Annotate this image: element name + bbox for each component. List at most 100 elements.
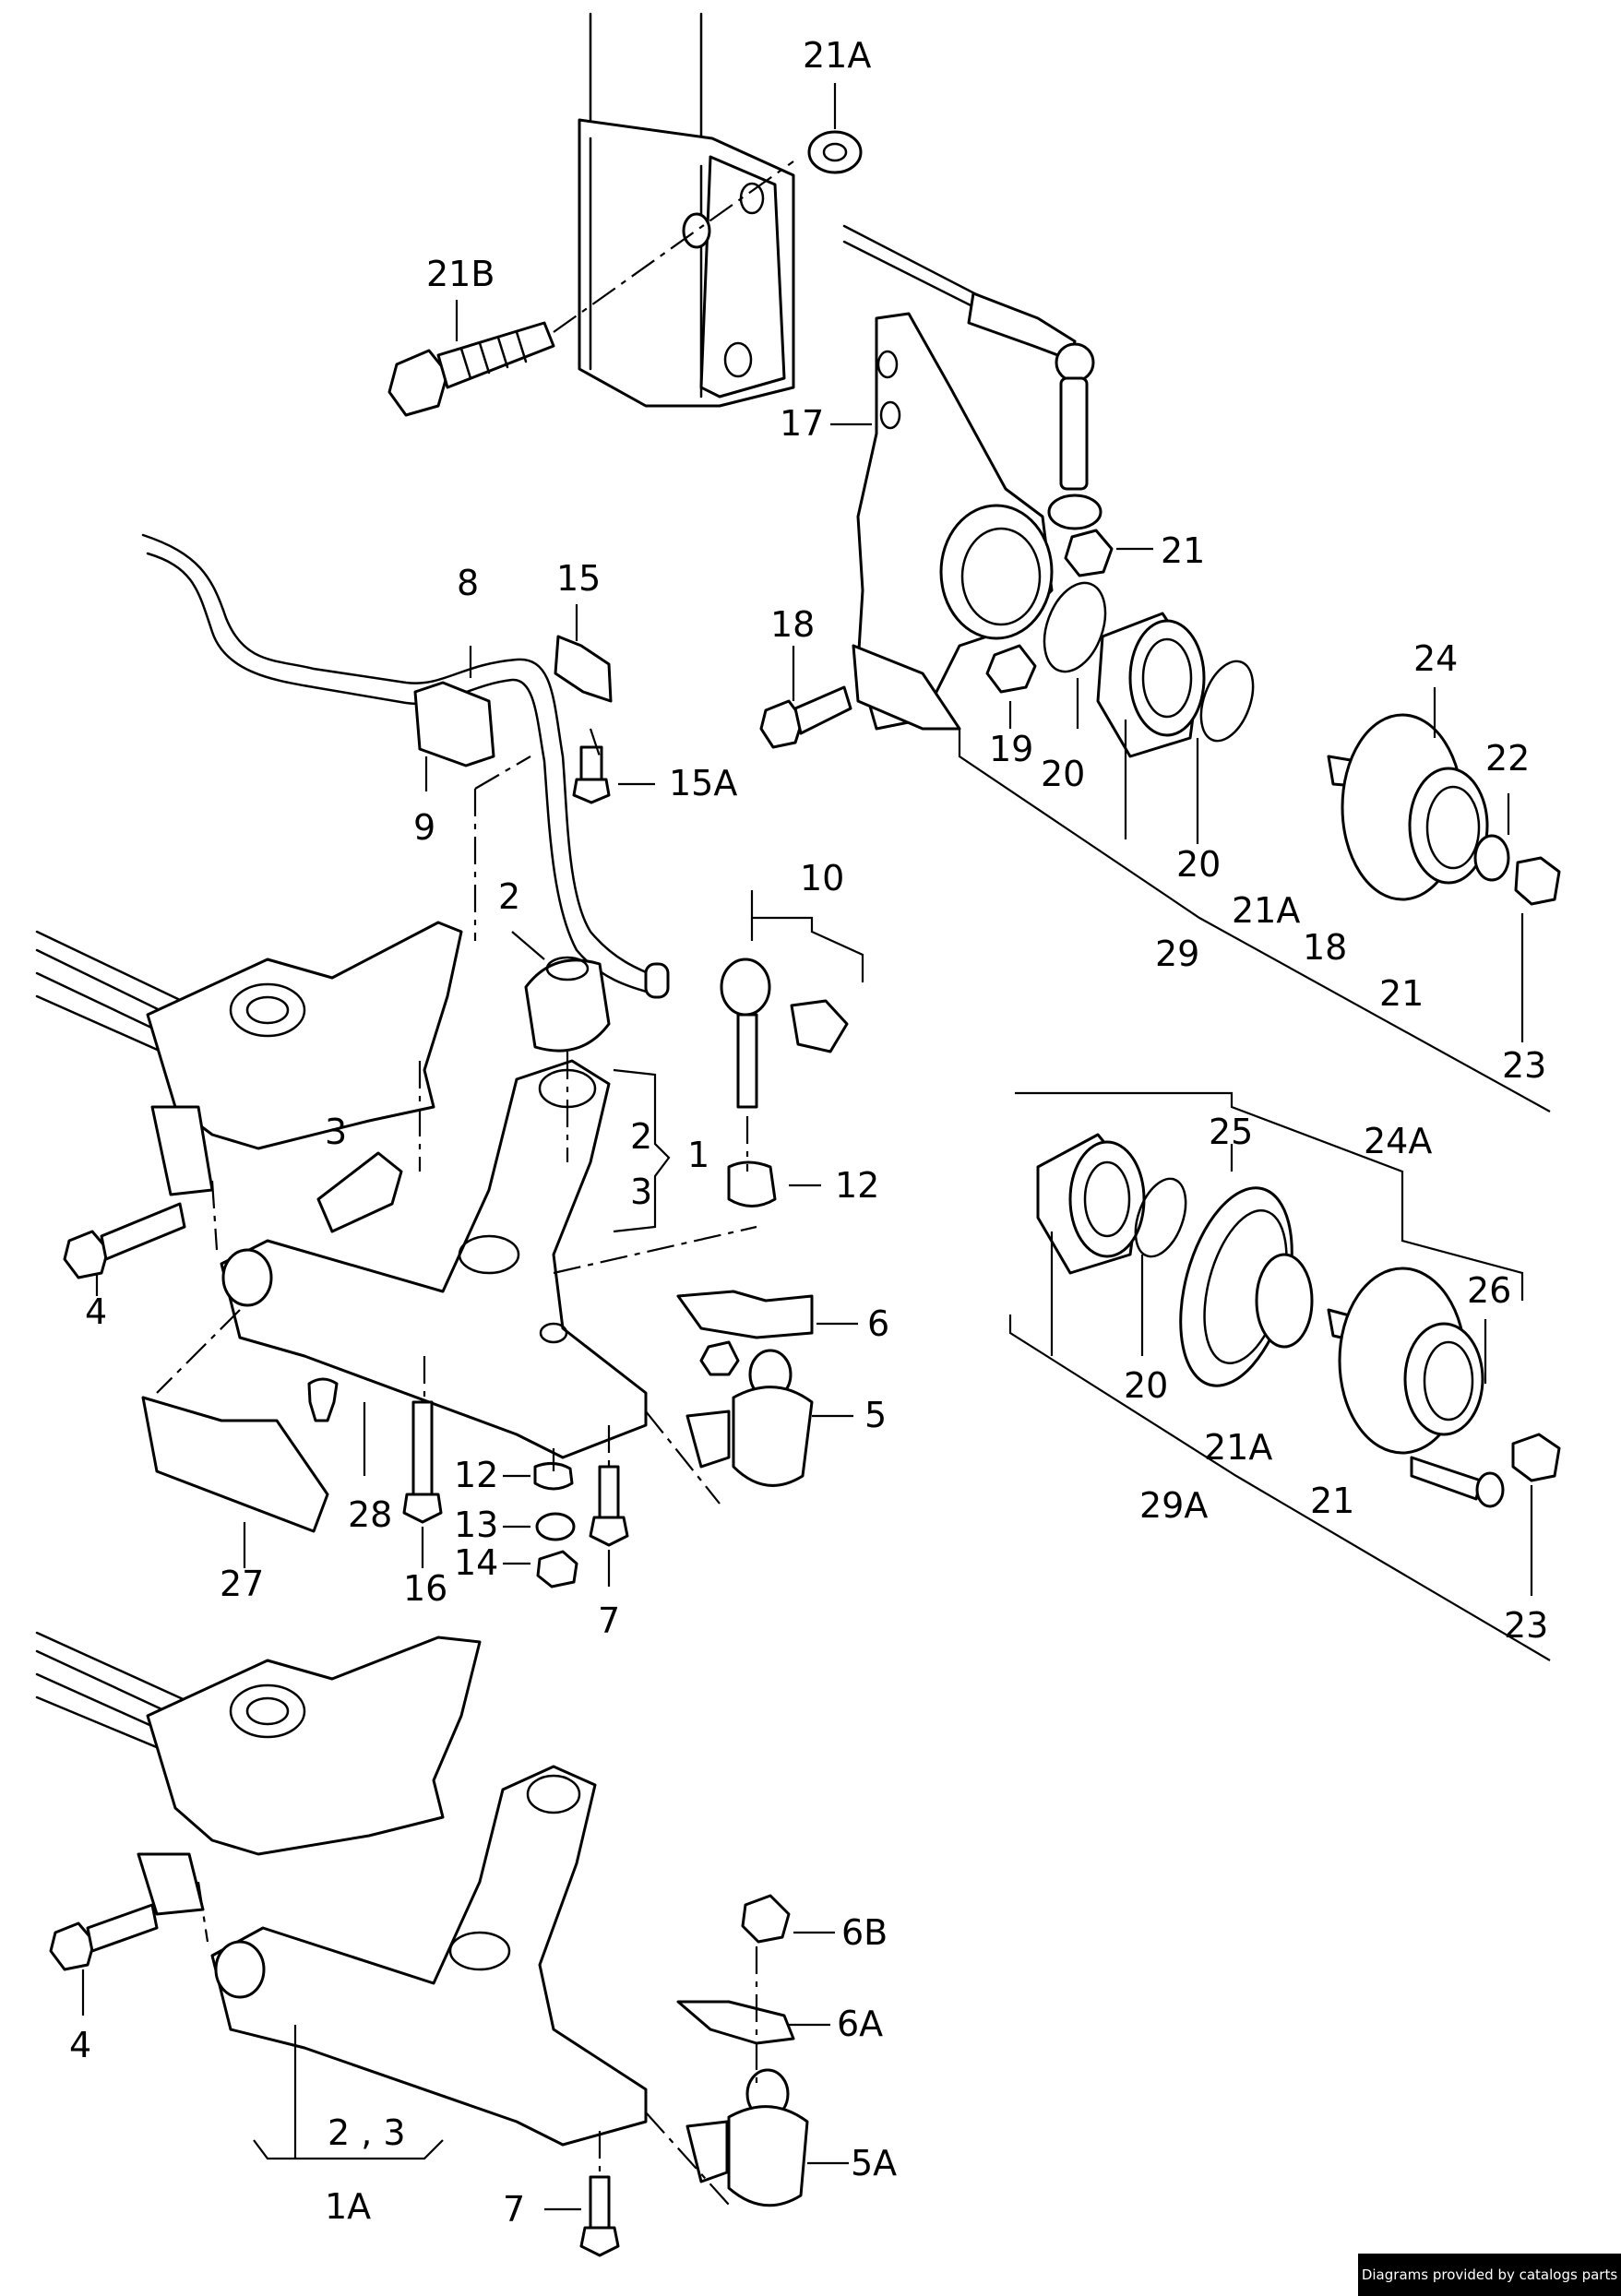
label-13: 13 [454,1505,498,1545]
ball-joint-5 [685,1349,814,1487]
nut-19 [985,644,1037,694]
wheel-hub-24A [1327,1267,1484,1455]
nut-21A [807,130,863,174]
label-23-a: 23 [1502,1045,1546,1086]
label-1: 1 [687,1135,709,1175]
label-21A-mid: 21A [1232,890,1300,931]
nut-21 [1064,529,1114,577]
control-arm-1 [220,1059,648,1459]
label-19: 19 [989,729,1033,769]
label-23-b: 23 [1504,1605,1548,1646]
label-6A: 6A [837,2004,883,2044]
label-2-3: 2 , 3 [328,2112,406,2153]
suspension-strut [578,12,795,408]
label-2-top: 2 [498,876,520,917]
label-5A: 5A [851,2143,897,2183]
wheel-bearing-b [1036,1133,1146,1275]
label-2-mid: 2 [630,1116,652,1157]
nut-23-b [1511,1433,1561,1482]
label-12-b: 12 [454,1455,498,1495]
clamp-15 [554,635,613,703]
label-15A: 15A [669,763,737,803]
nut-6B [741,1894,791,1944]
label-18-mid: 18 [1303,927,1347,968]
circlip-20-c [1134,1177,1187,1258]
bracket-27 [141,1396,329,1533]
label-28: 28 [348,1494,392,1535]
bolt-4-a [63,1202,186,1279]
label-21-low: 21 [1310,1481,1354,1521]
plate-6 [676,1290,814,1376]
label-3-mid: 3 [630,1172,652,1212]
bolt-21B [387,321,555,417]
label-8: 8 [457,563,479,603]
hub-with-sensor-25 [1179,1186,1314,1387]
label-3: 3 [325,1112,347,1152]
tie-rod [842,224,1103,530]
subframe-lower [35,1631,482,1916]
assembly-line [553,161,794,333]
stabilizer-bar [141,533,670,999]
label-14: 14 [454,1542,498,1583]
bushing-2 [524,956,611,1053]
bolt-7-b [579,2175,620,2257]
label-25: 25 [1209,1112,1253,1152]
label-4-b: 4 [69,2025,91,2065]
label-9: 9 [413,807,435,848]
control-arm-1A [210,1765,648,2147]
washer-22 [1473,834,1510,882]
callout-labels: 21A 21B 17 21 18 19 20 20 24 22 21A 18 2… [69,35,1548,2230]
circlip-20-b [1199,660,1255,743]
label-12-a: 12 [835,1165,879,1206]
label-20-a: 20 [1041,754,1085,794]
label-4-a: 4 [85,1291,107,1332]
label-24: 24 [1413,638,1458,679]
nut-23-a [1514,856,1561,906]
bushing-3 [316,1151,403,1233]
label-21-knuckle: 21 [1161,530,1205,571]
label-22: 22 [1485,738,1530,779]
label-27: 27 [220,1564,264,1604]
wheel-hub-24 [1327,713,1489,901]
label-21B: 21B [426,254,495,294]
steering-knuckle [852,312,1054,731]
label-16: 16 [403,1568,447,1609]
label-21A-top: 21A [803,35,871,76]
washer-12 [533,1462,574,1491]
subframe-upper [35,921,463,1196]
assembly-lines [156,728,758,2206]
label-15: 15 [556,558,601,599]
label-29A: 29A [1139,1485,1208,1526]
coupling-rod [720,958,849,1207]
bolt-4-b [49,1903,159,1971]
label-5: 5 [864,1395,887,1435]
plate-6A [676,2000,795,2045]
label-17: 17 [780,403,824,444]
label-10: 10 [800,858,844,898]
label-1A: 1A [325,2186,371,2227]
label-21-mid: 21 [1379,973,1424,1014]
washer-13 [535,1512,576,1541]
label-20-b: 20 [1176,844,1221,885]
ball-joint-5A [685,2068,809,2207]
label-24A: 24A [1364,1121,1432,1161]
leader-lines [81,83,1551,2211]
label-29: 29 [1155,934,1199,974]
bolt-16 [402,1400,443,1524]
label-6: 6 [867,1303,889,1344]
label-21A-low: 21A [1204,1427,1272,1468]
label-7-a: 7 [598,1600,620,1641]
bolt-15A [572,745,611,804]
label-26: 26 [1467,1270,1511,1311]
screw-26 [1410,1456,1505,1508]
bolt-18 [759,685,852,749]
label-18: 18 [770,604,815,645]
circlip-20-a [1043,581,1107,673]
clip-28 [307,1377,339,1422]
bolt-7-a [589,1465,629,1547]
label-20-c: 20 [1124,1365,1168,1406]
wheel-bearing [1096,612,1206,758]
label-7-b: 7 [503,2189,525,2230]
credit-banner: Diagrams provided by catalogs parts [1358,2254,1621,2296]
